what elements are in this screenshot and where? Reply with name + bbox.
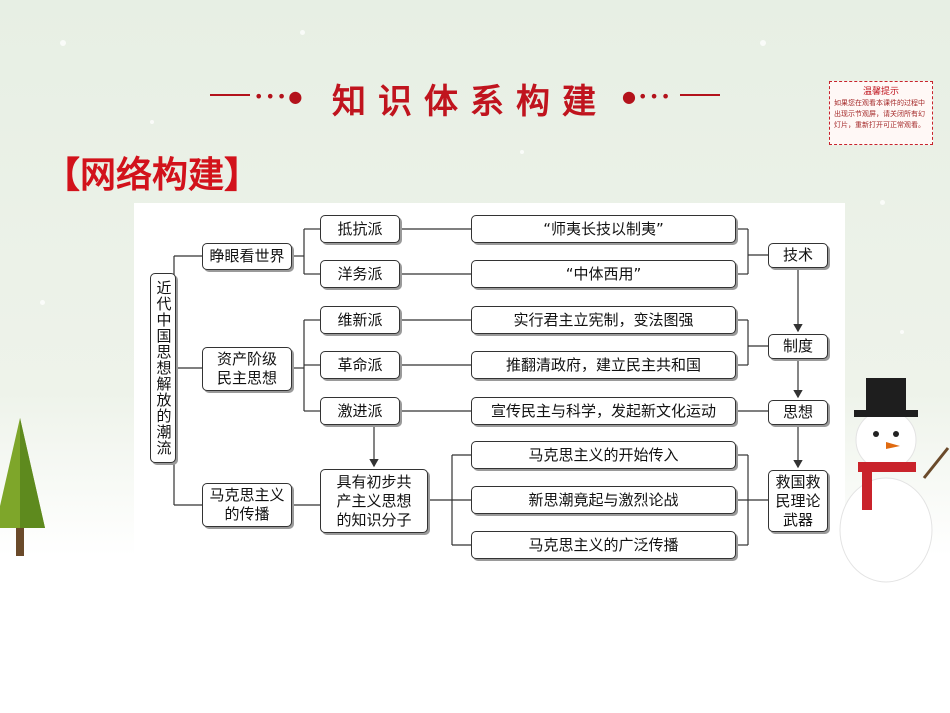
branch-marxism-spread: 马克思主义的传播 — [202, 483, 292, 527]
notice-title: 温馨提示 — [862, 87, 899, 97]
level-theory-weapon: 救国救民理论武器 — [768, 470, 828, 532]
group-radicals: 激进派 — [320, 397, 400, 425]
section-title: 【网络构建】 — [44, 155, 261, 196]
notice-body: 如果您在观看本课件的过程中出现示节观屏，请关闭所有幻灯片，重新打开可正常观看。 — [834, 99, 925, 129]
idea-marxism-introduced: 马克思主义的开始传入 — [471, 441, 736, 469]
notice-box: 温馨提示 如果您在观看本课件的过程中出现示节观屏，请关闭所有幻灯片，重新打开可正… — [829, 81, 933, 145]
level-technology: 技术 — [768, 243, 828, 268]
group-revolutionaries: 革命派 — [320, 351, 400, 379]
banner-dots-right: ●••• — [622, 87, 673, 106]
christmas-tree-icon — [0, 418, 45, 556]
concept-map: 近代中国思想解放的潮流 睁眼看世界 资产阶级民主思想 马克思主义的传播 抵抗派 … — [134, 203, 845, 568]
idea-new-culture: 宣传民主与科学，发起新文化运动 — [471, 397, 736, 425]
branch-bourgeois-democracy: 资产阶级民主思想 — [202, 347, 292, 391]
idea-democratic-republic: 推翻清政府，建立民主共和国 — [471, 351, 736, 379]
page-title: 知识体系构建 — [332, 82, 608, 122]
connector-lines — [173, 228, 803, 546]
level-institution: 制度 — [768, 334, 828, 359]
snow-dot — [760, 40, 766, 46]
branch-open-eyes: 睁眼看世界 — [202, 243, 292, 270]
banner-line-left — [210, 94, 250, 96]
snow-dot — [520, 150, 524, 154]
banner-dots-left: •••● — [254, 87, 305, 106]
idea-constitutional-monarchy: 实行君主立宪制，变法图强 — [471, 306, 736, 334]
root-node: 近代中国思想解放的潮流 — [150, 273, 176, 463]
snow-dot — [150, 120, 154, 124]
banner-line-right — [680, 94, 720, 96]
level-thought: 思想 — [768, 400, 828, 425]
idea-chinese-essence: “中体西用” — [471, 260, 736, 288]
idea-learn-foreign-skills: “师夷长技以制夷” — [471, 215, 736, 243]
group-resistance: 抵抗派 — [320, 215, 400, 243]
header-banner: •••● 知识体系构建 ●••• — [210, 72, 730, 122]
snow-dot — [60, 40, 66, 46]
snow-dot — [300, 30, 305, 35]
snow-dot — [880, 200, 885, 205]
snow-dot — [40, 300, 45, 305]
snowman-icon — [839, 378, 950, 583]
group-reformists: 维新派 — [320, 306, 400, 334]
snow-dot — [900, 330, 904, 334]
idea-debates: 新思潮竟起与激烈论战 — [471, 486, 736, 514]
group-early-communists: 具有初步共产主义思想的知识分子 — [320, 469, 428, 533]
group-westernization: 洋务派 — [320, 260, 400, 288]
idea-marxism-widespread: 马克思主义的广泛传播 — [471, 531, 736, 559]
